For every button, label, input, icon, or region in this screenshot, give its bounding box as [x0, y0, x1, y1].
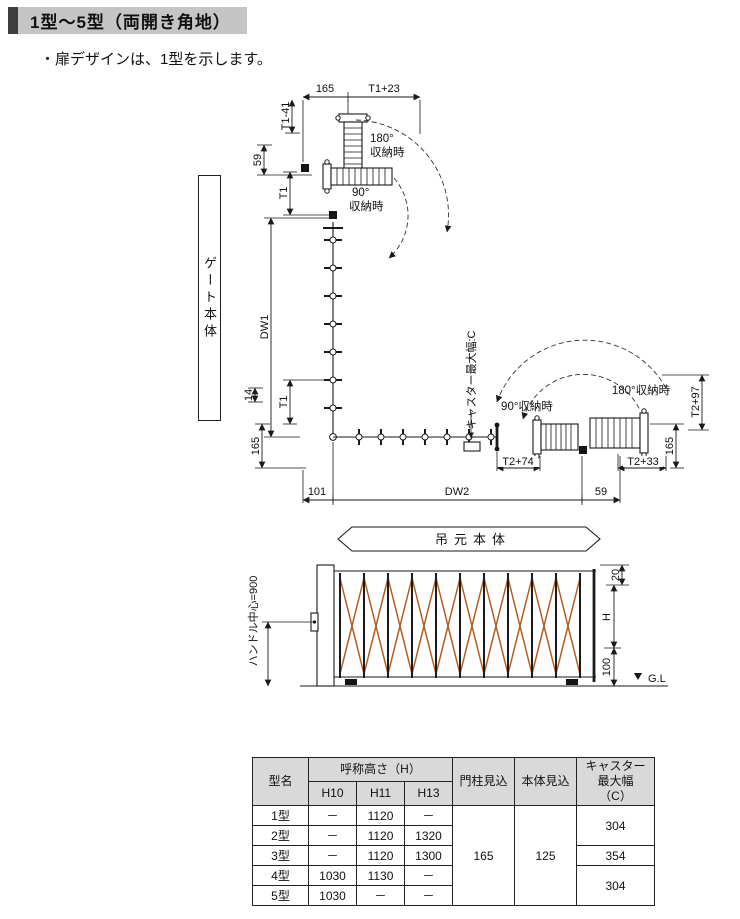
- cell-pillar: 165: [452, 805, 515, 906]
- hanging-body-label: 吊元本体: [435, 532, 511, 547]
- cell-h11: 1130: [356, 865, 405, 886]
- cell-caster: 304: [576, 805, 655, 846]
- dim-t2plus97: T2+97: [690, 386, 702, 418]
- dim-100: 100: [601, 658, 613, 676]
- caster-max-width-label: キャスター最大幅:C: [466, 330, 478, 430]
- ground-level-marker: [634, 673, 642, 680]
- col-header-model: 型名: [252, 757, 309, 806]
- dim-t1-bottom: T1: [278, 396, 290, 409]
- gl-label: G.L: [648, 673, 666, 685]
- col-header-caster: キャスター 最大幅 （C）: [576, 757, 655, 806]
- cell-h11: －: [356, 885, 405, 906]
- swing-arcs-top: [355, 119, 452, 259]
- cell-h13: 1300: [404, 845, 453, 866]
- dim-dw2: DW2: [445, 486, 469, 498]
- dim-t1-top: T1: [278, 187, 290, 200]
- cell-h10: 1030: [308, 885, 357, 906]
- dim-h: H: [601, 613, 613, 621]
- gate-post-pivot-2: [579, 446, 587, 454]
- dim-t1minus41: T1-41: [280, 102, 292, 131]
- caster-wheel-right: [566, 679, 578, 685]
- page-title: 1型～5型（両開き角地）: [30, 13, 231, 32]
- dw1-dimension: DW1: [259, 217, 330, 438]
- cell-h13: －: [404, 805, 453, 826]
- elevation-view: G.L 20 H 100: [262, 564, 668, 687]
- bottom-dimension-group: 101 DW2 59: [302, 442, 621, 505]
- cell-h10: －: [308, 825, 357, 846]
- cell-body: 125: [514, 805, 577, 906]
- table-row: 5型 1030 － －: [252, 885, 655, 906]
- cell-model: 2型: [252, 825, 309, 846]
- cell-model: 4型: [252, 865, 309, 886]
- dim-dw1: DW1: [259, 315, 271, 339]
- label-stored-90-right: 90°収納時: [501, 400, 553, 413]
- handle-center-label: ハンドル中心=900: [248, 575, 260, 667]
- label-stored-180-right: 180°収納時: [612, 384, 671, 397]
- upper-left-dimensions: T1-41 59 T1: [252, 99, 330, 216]
- cell-caster: 354: [576, 845, 655, 866]
- caster-wheel-left: [345, 679, 357, 685]
- stored-gate-90-right: [532, 415, 579, 459]
- gate-post-top-left: [301, 164, 309, 172]
- col-header-body: 本体見込: [514, 757, 577, 806]
- col-header-h11: H11: [356, 781, 405, 806]
- accordion-lattice: [339, 577, 581, 675]
- stored-gate-180-right: [589, 408, 649, 458]
- spec-table: 型名 呼称高さ（H） 門柱見込 本体見込 キャスター 最大幅 （C） H10 H…: [252, 757, 655, 906]
- cell-h13: 1320: [404, 825, 453, 846]
- cell-model: 3型: [252, 845, 309, 866]
- dim-20: 20: [610, 569, 622, 581]
- title-accent-block: [8, 7, 18, 34]
- cell-h11: 1120: [356, 825, 405, 846]
- dim-165-bottom-right: 165: [664, 437, 676, 455]
- design-note: ・扉デザインは、1型を示します。: [40, 51, 272, 68]
- col-header-height: 呼称高さ（H）: [308, 757, 453, 782]
- dim-t1plus23: T1+23: [368, 83, 400, 95]
- dim-59-top: 59: [252, 154, 264, 166]
- gate1-closed-plan: [323, 222, 343, 441]
- dim-14: 14: [243, 389, 255, 401]
- plan-and-elevation-drawing: 165 T1+23 T1-41 59 T1: [243, 83, 709, 687]
- right-dimensions: T2+74 T2+33 165 T2+97: [496, 374, 709, 472]
- swing-arcs-right: [495, 339, 668, 420]
- cell-h11: 1120: [356, 845, 405, 866]
- stored-gate-180-top: [335, 113, 371, 173]
- table-row: 4型 1030 1130 － 304: [252, 865, 655, 906]
- cell-h13: －: [404, 885, 453, 906]
- cell-h10: －: [308, 805, 357, 826]
- cell-h11: 1120: [356, 805, 405, 826]
- lower-left-dimensions: 14 T1 165: [243, 379, 330, 469]
- dim-t2plus74: T2+74: [502, 456, 534, 468]
- col-header-h10: H10: [308, 781, 357, 806]
- hanging-body-banner: 吊元本体: [337, 526, 601, 552]
- gate-post-elevation: [316, 564, 335, 687]
- technical-diagram: 165 T1+23 T1-41 59 T1: [0, 72, 740, 732]
- dim-165-top: 165: [316, 83, 334, 95]
- table-row: 1型 － 1120 － 165 125 304: [252, 805, 655, 906]
- dim-t2plus33: T2+33: [627, 456, 659, 468]
- cell-h10: 1030: [308, 865, 357, 886]
- gate-post-pivot-1: [329, 211, 337, 219]
- label-stored-90-top: 90° 収納時: [349, 187, 384, 213]
- cell-h13: －: [404, 865, 453, 886]
- cell-model: 1型: [252, 805, 309, 826]
- page-title-bar: 1型～5型（両開き角地）: [8, 7, 247, 34]
- cell-model: 5型: [252, 885, 309, 906]
- gate-body-label-box: ゲート本体: [198, 175, 221, 421]
- cell-h10: －: [308, 845, 357, 866]
- dim-101: 101: [308, 486, 326, 498]
- dim-59-bottom: 59: [595, 486, 607, 498]
- col-header-pillar: 門柱見込: [452, 757, 515, 806]
- table-row: 3型 － 1120 1300 354: [252, 845, 655, 866]
- gate-body-label: ゲート本体: [202, 255, 217, 341]
- cell-caster: 304: [576, 865, 655, 906]
- top-dimension-group: 165 T1+23: [302, 83, 421, 162]
- dim-165-bottom-left: 165: [250, 437, 262, 455]
- title-background: 1型～5型（両開き角地）: [18, 7, 247, 34]
- stored-gate-90-top: [322, 159, 393, 194]
- label-stored-180-top: 180° 収納時: [370, 133, 405, 159]
- col-header-h13: H13: [404, 781, 453, 806]
- accordion-pickets: [339, 573, 581, 678]
